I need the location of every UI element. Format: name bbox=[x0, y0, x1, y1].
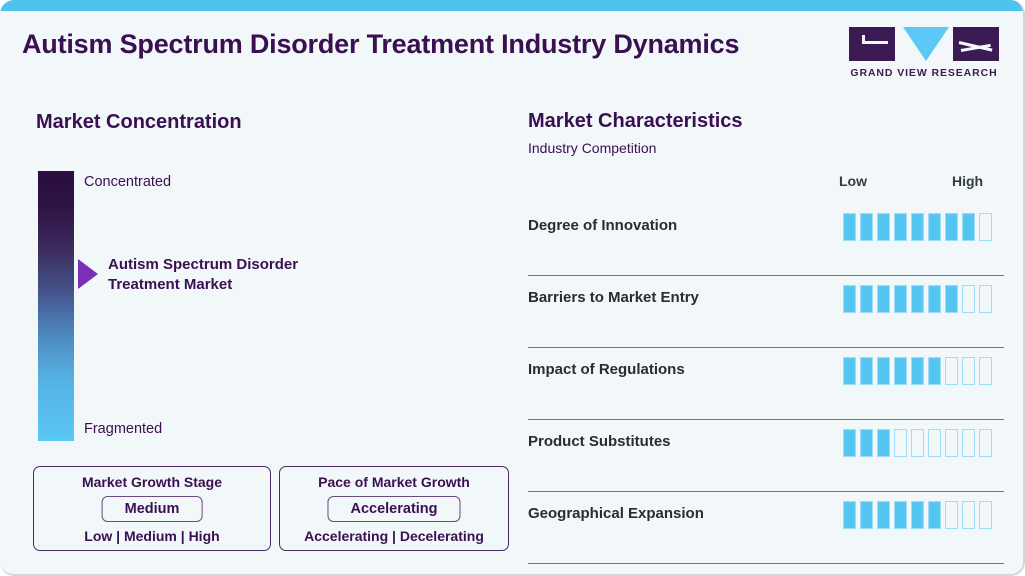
rating-segment-filled bbox=[945, 213, 958, 241]
logo-marks bbox=[849, 27, 999, 63]
market-growth-stage-title: Market Growth Stage bbox=[81, 474, 223, 490]
rating-segment-empty bbox=[911, 429, 924, 457]
market-position-label: Autism Spectrum Disorder Treatment Marke… bbox=[108, 255, 299, 293]
pace-of-market-growth-value: Accelerating bbox=[327, 496, 461, 522]
pace-of-market-growth-box: Pace of Market Growth Accelerating Accel… bbox=[279, 466, 509, 551]
rating-segment-filled bbox=[894, 357, 907, 385]
market-characteristics-title: Market Characteristics bbox=[528, 110, 743, 132]
rating-segment-filled bbox=[928, 285, 941, 313]
characteristic-row: Product Substitutes bbox=[512, 420, 1023, 492]
rating-segment-empty bbox=[945, 429, 958, 457]
rating-segment-empty bbox=[962, 285, 975, 313]
grand-view-research-logo: GRAND VIEW RESEARCH bbox=[849, 27, 999, 87]
scale-low-label: Low bbox=[839, 173, 867, 189]
characteristic-label: Barriers to Market Entry bbox=[528, 289, 699, 306]
characteristic-label: Geographical Expansion bbox=[528, 505, 704, 522]
rating-segment-filled bbox=[911, 501, 924, 529]
concentration-bottom-label: Fragmented bbox=[84, 421, 163, 437]
logo-g-stem-icon bbox=[862, 35, 865, 43]
market-position-arrow-icon bbox=[78, 258, 98, 289]
market-growth-stage-box: Market Growth Stage Medium Low | Medium … bbox=[33, 466, 271, 551]
rating-segment-filled bbox=[843, 213, 856, 241]
market-characteristics-panel: Market Characteristics Industry Competit… bbox=[512, 96, 1023, 566]
rating-segment-filled bbox=[894, 501, 907, 529]
market-concentration-panel: Market Concentration Concentrated Fragme… bbox=[0, 96, 512, 566]
row-separator bbox=[528, 418, 1004, 420]
rating-segment-empty bbox=[979, 357, 992, 385]
rating-segment-filled bbox=[962, 213, 975, 241]
rating-segment-filled bbox=[945, 285, 958, 313]
rating-segment-filled bbox=[860, 357, 873, 385]
characteristic-rating-bars bbox=[843, 213, 992, 241]
logo-g-bar-icon bbox=[862, 41, 888, 44]
pace-of-market-growth-scale: Accelerating | Decelerating bbox=[304, 528, 484, 544]
top-accent-strip bbox=[0, 0, 1023, 11]
rating-segment-filled bbox=[843, 285, 856, 313]
characteristic-row: Impact of Regulations bbox=[512, 348, 1023, 420]
market-growth-stage-value: Medium bbox=[101, 496, 203, 522]
market-concentration-title: Market Concentration bbox=[36, 111, 242, 133]
rating-segment-empty bbox=[945, 357, 958, 385]
rating-segment-empty bbox=[962, 357, 975, 385]
rating-segment-filled bbox=[911, 357, 924, 385]
rating-segment-filled bbox=[877, 285, 890, 313]
concentration-gradient-bar bbox=[38, 171, 74, 441]
rating-segment-filled bbox=[860, 429, 873, 457]
rating-segment-filled bbox=[843, 429, 856, 457]
rating-segment-filled bbox=[894, 285, 907, 313]
page-title: Autism Spectrum Disorder Treatment Indus… bbox=[22, 29, 740, 59]
rating-segment-filled bbox=[911, 285, 924, 313]
rating-segment-filled bbox=[843, 501, 856, 529]
market-growth-stage-scale: Low | Medium | High bbox=[84, 528, 220, 544]
characteristic-label: Product Substitutes bbox=[528, 433, 671, 450]
row-separator bbox=[528, 490, 1004, 492]
characteristic-row: Barriers to Market Entry bbox=[512, 276, 1023, 348]
row-separator bbox=[528, 562, 1004, 564]
logo-wordmark: GRAND VIEW RESEARCH bbox=[850, 67, 998, 79]
logo-v-triangle-icon bbox=[903, 27, 949, 61]
rating-segment-empty bbox=[979, 429, 992, 457]
rating-segment-empty bbox=[979, 501, 992, 529]
header: Autism Spectrum Disorder Treatment Indus… bbox=[0, 11, 1023, 91]
characteristic-rating-bars bbox=[843, 501, 992, 529]
pace-of-market-growth-title: Pace of Market Growth bbox=[318, 474, 470, 490]
characteristic-row: Degree of Innovation bbox=[512, 204, 1023, 276]
rating-segment-empty bbox=[979, 213, 992, 241]
characteristic-row: Geographical Expansion bbox=[512, 492, 1023, 564]
rating-segment-filled bbox=[843, 357, 856, 385]
rating-segment-filled bbox=[860, 501, 873, 529]
market-characteristics-subtitle: Industry Competition bbox=[528, 140, 657, 156]
rating-segment-empty bbox=[894, 429, 907, 457]
rating-segment-filled bbox=[877, 213, 890, 241]
characteristic-rating-bars bbox=[843, 429, 992, 457]
characteristic-rating-bars bbox=[843, 285, 992, 313]
characteristic-label: Degree of Innovation bbox=[528, 217, 678, 234]
scale-high-label: High bbox=[952, 173, 984, 189]
rating-segment-empty bbox=[962, 429, 975, 457]
rating-segment-filled bbox=[877, 357, 890, 385]
rating-segment-empty bbox=[979, 285, 992, 313]
rating-segment-filled bbox=[928, 213, 941, 241]
rating-segment-filled bbox=[860, 213, 873, 241]
logo-g-square-icon bbox=[849, 27, 895, 61]
row-separator bbox=[528, 346, 1004, 348]
concentration-top-label: Concentrated bbox=[84, 174, 172, 190]
characteristic-label: Impact of Regulations bbox=[528, 361, 685, 378]
rating-segment-filled bbox=[911, 213, 924, 241]
rating-segment-filled bbox=[928, 501, 941, 529]
rating-segment-filled bbox=[860, 285, 873, 313]
rating-segment-empty bbox=[928, 429, 941, 457]
characteristic-rating-bars bbox=[843, 357, 992, 385]
rating-segment-empty bbox=[945, 501, 958, 529]
rating-segment-filled bbox=[928, 357, 941, 385]
row-separator bbox=[528, 274, 1004, 276]
rating-segment-filled bbox=[894, 213, 907, 241]
rating-segment-filled bbox=[877, 429, 890, 457]
rating-segment-filled bbox=[877, 501, 890, 529]
rating-segment-empty bbox=[962, 501, 975, 529]
